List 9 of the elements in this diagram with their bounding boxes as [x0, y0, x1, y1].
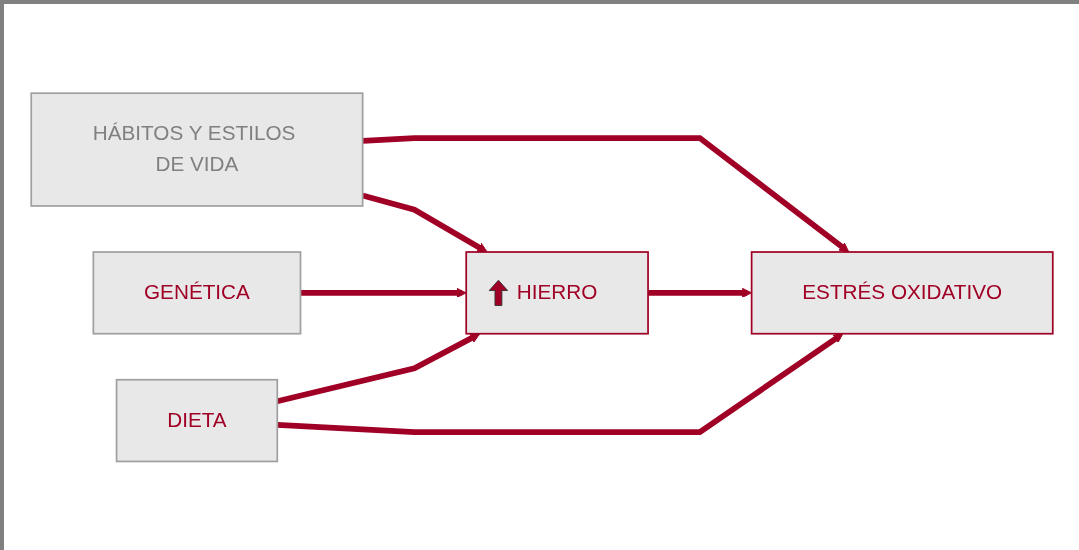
arrow: [276, 332, 480, 404]
arrow: [647, 287, 752, 298]
node-box: DIETA: [115, 378, 278, 462]
node-box: HÁBITOS Y ESTILOS DE VIDA: [29, 92, 363, 207]
arrow: [362, 134, 849, 253]
arrow: [276, 332, 843, 435]
node-box: ESTRÉS OXIDATIVO: [750, 250, 1054, 335]
node-box: GENÉTICA: [92, 250, 301, 335]
node-box: HIERRO: [464, 250, 649, 335]
